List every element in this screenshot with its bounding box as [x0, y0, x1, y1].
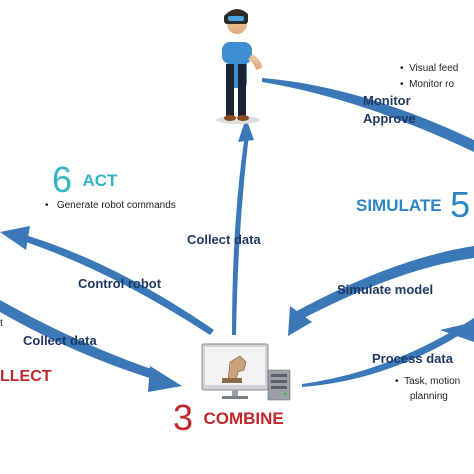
vr-user-icon — [216, 9, 262, 124]
stage-act-name: ACT — [82, 171, 118, 190]
arrow-collect-left-head — [148, 366, 182, 392]
label-monitor: Monitor — [363, 93, 411, 108]
server-tower-icon — [267, 369, 291, 401]
label-simulate-model: Simulate model — [337, 282, 434, 297]
arrow-simulate-model — [295, 246, 474, 320]
stage-combine-title: 3 COMBINE — [173, 400, 284, 436]
bullet-monitor-robot: • Monitor ro — [400, 79, 455, 90]
arrow-process-data-right — [440, 322, 474, 342]
label-control-robot: Control robot — [78, 276, 162, 291]
stage-collect-name: LLECT — [0, 368, 52, 385]
arrow-simulate-model-head — [288, 306, 312, 336]
stage-act-title: 6 ACT — [52, 162, 117, 198]
bullet-dot: • — [45, 200, 57, 211]
arrow-control-robot-head — [0, 226, 30, 250]
computer-robot-icon — [201, 343, 269, 399]
label-collect-data-left: Collect data — [23, 333, 97, 348]
stage-simulate-title: SIMULATE 5 — [356, 187, 470, 223]
label-approve: Approve — [363, 111, 416, 126]
stage-combine-number: 3 — [173, 397, 194, 438]
bullet-dot: • — [400, 63, 410, 74]
bullet-visual-feed: • Visual feed — [400, 63, 459, 74]
stage-simulate-name: SIMULATE — [356, 196, 442, 215]
bullet-dot: • — [395, 376, 405, 387]
arrow-user-to-monitor — [262, 78, 474, 152]
bullet-task-motion: • Task, motion — [395, 376, 461, 387]
stage-act-number: 6 — [52, 159, 73, 200]
bullet-planning: planning — [410, 391, 448, 402]
bullet-generate-commands: • Generate robot commands — [45, 200, 176, 211]
stage-combine-name: COMBINE — [203, 409, 284, 428]
label-process-data: Process data — [372, 351, 453, 366]
fragment-left: t — [0, 318, 3, 329]
arrow-control-robot — [20, 234, 214, 335]
arrow-collect-to-user-head — [238, 118, 254, 142]
arrow-collect-to-user — [232, 135, 249, 335]
label-collect-data-top: Collect data — [187, 232, 261, 247]
arrow-collect-left — [0, 300, 160, 380]
stage-simulate-number: 5 — [450, 184, 471, 225]
bullet-dot: • — [400, 79, 410, 90]
